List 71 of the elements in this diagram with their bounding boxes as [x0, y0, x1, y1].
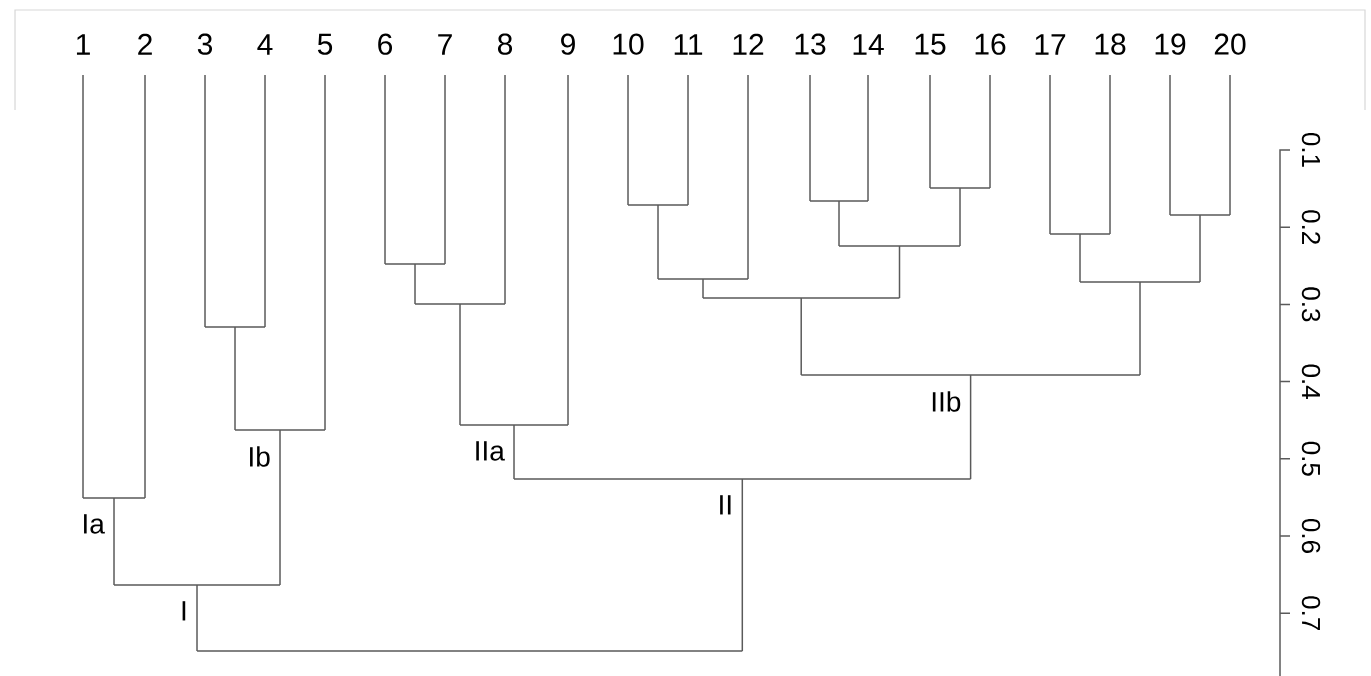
branch-line: [989, 74, 991, 189]
branch-line: [1079, 233, 1081, 283]
tick-label: 0.4: [1301, 364, 1321, 399]
branch-line: [144, 74, 146, 499]
cluster-label: IIa: [476, 441, 505, 461]
cluster-label: Ia: [84, 514, 105, 534]
tick-label: 0.6: [1301, 518, 1321, 553]
branch-line: [1049, 74, 1051, 235]
branch-line: [279, 429, 281, 586]
branch-line: [838, 200, 840, 247]
branch-line: [82, 74, 84, 499]
leaf-label: 15: [915, 33, 946, 55]
leaf-label: 6: [378, 33, 393, 55]
branch-line: [627, 74, 629, 206]
cluster-label: IIb: [932, 391, 961, 412]
tick-label: 0.3: [1301, 287, 1321, 322]
leaf-label: 8: [497, 33, 513, 55]
leaf-label: 9: [561, 33, 575, 55]
branch-line: [702, 278, 704, 299]
leaf-label: 16: [975, 33, 1006, 55]
tick-label: 0.5: [1301, 441, 1321, 476]
cluster-label: I: [182, 601, 186, 621]
leaf-label: 18: [1095, 33, 1126, 55]
branch-line: [414, 263, 416, 305]
branch-line: [800, 297, 802, 376]
cluster-label: II: [720, 495, 731, 515]
branch-line: [234, 326, 236, 431]
branch-line: [264, 74, 266, 328]
leaf-label: 14: [853, 34, 884, 55]
branch-line: [1199, 214, 1201, 283]
leaf-label: 7: [438, 34, 452, 55]
leaf-label: 12: [733, 33, 764, 55]
branch-line: [113, 497, 115, 586]
branch-line: [809, 74, 811, 202]
branch-line: [1229, 74, 1231, 216]
branch-line: [504, 74, 506, 305]
leaf-label: 1: [76, 34, 90, 55]
branch-line: [384, 74, 386, 265]
cluster-label: Ib: [250, 446, 270, 467]
leaf-label: 19: [1155, 33, 1186, 55]
leaf-label: 5: [317, 33, 333, 55]
leaf-label: 10: [613, 33, 644, 55]
branch-line: [929, 74, 931, 189]
branch-line: [324, 74, 326, 431]
branch-line: [657, 204, 659, 280]
branch-line: [898, 245, 901, 299]
branch-line: [969, 374, 972, 480]
leaf-label: 2: [138, 33, 152, 55]
branch-line: [741, 478, 744, 652]
branch-line: [959, 187, 961, 247]
tick-label: 0.7: [1301, 596, 1321, 630]
tick-label: 0.1: [1301, 132, 1321, 167]
leaf-label: 17: [1035, 34, 1066, 55]
branch-line: [1169, 74, 1171, 216]
leaf-label: 4: [257, 34, 273, 55]
branch-line: [513, 424, 515, 480]
leaf-label: 13: [795, 33, 826, 55]
tick-label: 0.2: [1301, 210, 1321, 244]
branch-line: [567, 74, 569, 426]
leaf-label: 20: [1214, 33, 1246, 55]
leaf-label: 11: [674, 34, 703, 55]
branch-line: [459, 303, 461, 426]
branch-line: [204, 74, 206, 328]
leaf-label: 3: [197, 33, 213, 55]
branch-line: [1139, 281, 1141, 376]
branch-line: [867, 74, 869, 202]
branch-line: [1109, 74, 1111, 235]
branch-line: [444, 74, 446, 265]
branch-line: [747, 74, 749, 280]
branch-line: [196, 584, 198, 652]
branch-line: [687, 74, 689, 206]
